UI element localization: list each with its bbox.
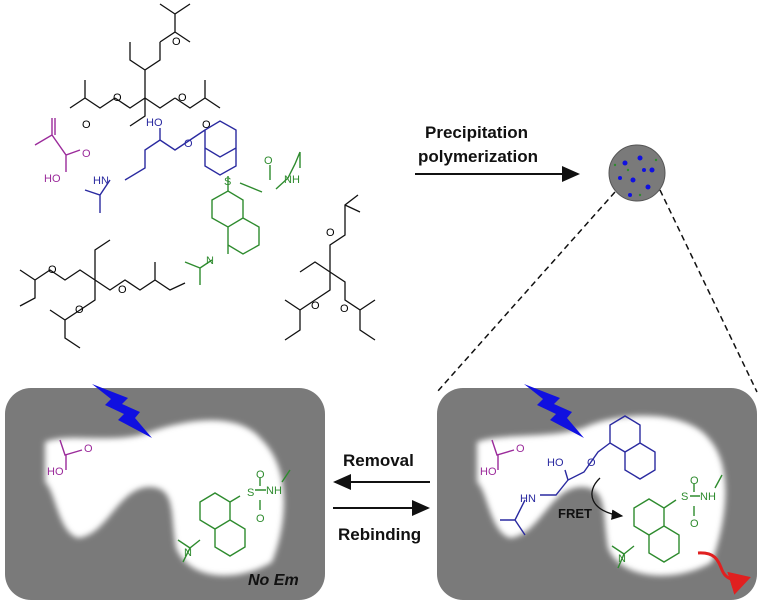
atom-o: O	[202, 119, 211, 131]
atom-o: O	[82, 119, 91, 131]
atom-s: S	[681, 491, 688, 503]
atom-nh: NH	[284, 174, 300, 186]
atom-ho: HO	[146, 117, 163, 129]
atom-o: O	[75, 304, 84, 316]
process-label-line2: polymerization	[418, 147, 538, 166]
atom-o: O	[178, 92, 187, 104]
atom-n: N	[184, 547, 192, 559]
atom-hn: HN	[520, 493, 536, 505]
atom-o: O	[256, 469, 265, 481]
crosslinker-right	[284, 194, 376, 341]
atom-o: O	[264, 155, 273, 167]
atom-o: O	[118, 284, 127, 296]
bound-cavity-panel: O HO O HO HN S O O NH N FRET	[437, 384, 757, 600]
rebinding-label: Rebinding	[338, 525, 421, 544]
methacrylic-acid	[34, 118, 81, 172]
atom-hn: HN	[93, 175, 109, 187]
atom-o: O	[184, 138, 193, 150]
atom-o: O	[340, 303, 349, 315]
fret-arrow	[591, 477, 624, 520]
atom-ho: HO	[480, 466, 497, 478]
polymer-particle	[608, 144, 666, 202]
dansyl-monomer	[184, 151, 301, 285]
fret-label: FRET	[558, 506, 592, 521]
atom-o: O	[113, 92, 122, 104]
process-label-line1: Precipitation	[425, 123, 528, 142]
atom-o: O	[256, 513, 265, 525]
atom-o: O	[326, 227, 335, 239]
atom-o: O	[516, 443, 525, 455]
crosslinker-left	[19, 239, 186, 349]
atom-ho: HO	[44, 173, 61, 185]
atom-n: N	[206, 255, 214, 267]
atom-o: O	[48, 264, 57, 276]
atom-nh: NH	[266, 485, 282, 497]
crosslinker-top	[69, 3, 221, 127]
atom-o: O	[587, 457, 596, 469]
atom-o: O	[82, 148, 91, 160]
empty-cavity-panel: O HO S O O NH N No Em	[5, 384, 325, 600]
atom-ho: HO	[547, 457, 564, 469]
no-emission-label: No Em	[248, 572, 299, 589]
atom-nh: NH	[700, 491, 716, 503]
atom-o: O	[690, 518, 699, 530]
atom-o: O	[311, 300, 320, 312]
excitation-bolt-icon	[92, 384, 152, 438]
removal-label: Removal	[343, 451, 414, 470]
zoom-line-left	[436, 191, 616, 393]
emission-arrow	[697, 551, 751, 595]
atom-s: S	[247, 487, 254, 499]
propranolol-template	[84, 120, 237, 213]
atom-o: O	[690, 475, 699, 487]
atom-ho: HO	[47, 466, 64, 478]
atom-o: O	[84, 443, 93, 455]
atom-s: S	[224, 176, 231, 188]
zoom-line-right	[659, 189, 758, 393]
atom-o: O	[172, 36, 181, 48]
atom-n: N	[618, 553, 626, 565]
excitation-bolt-icon	[524, 384, 584, 438]
